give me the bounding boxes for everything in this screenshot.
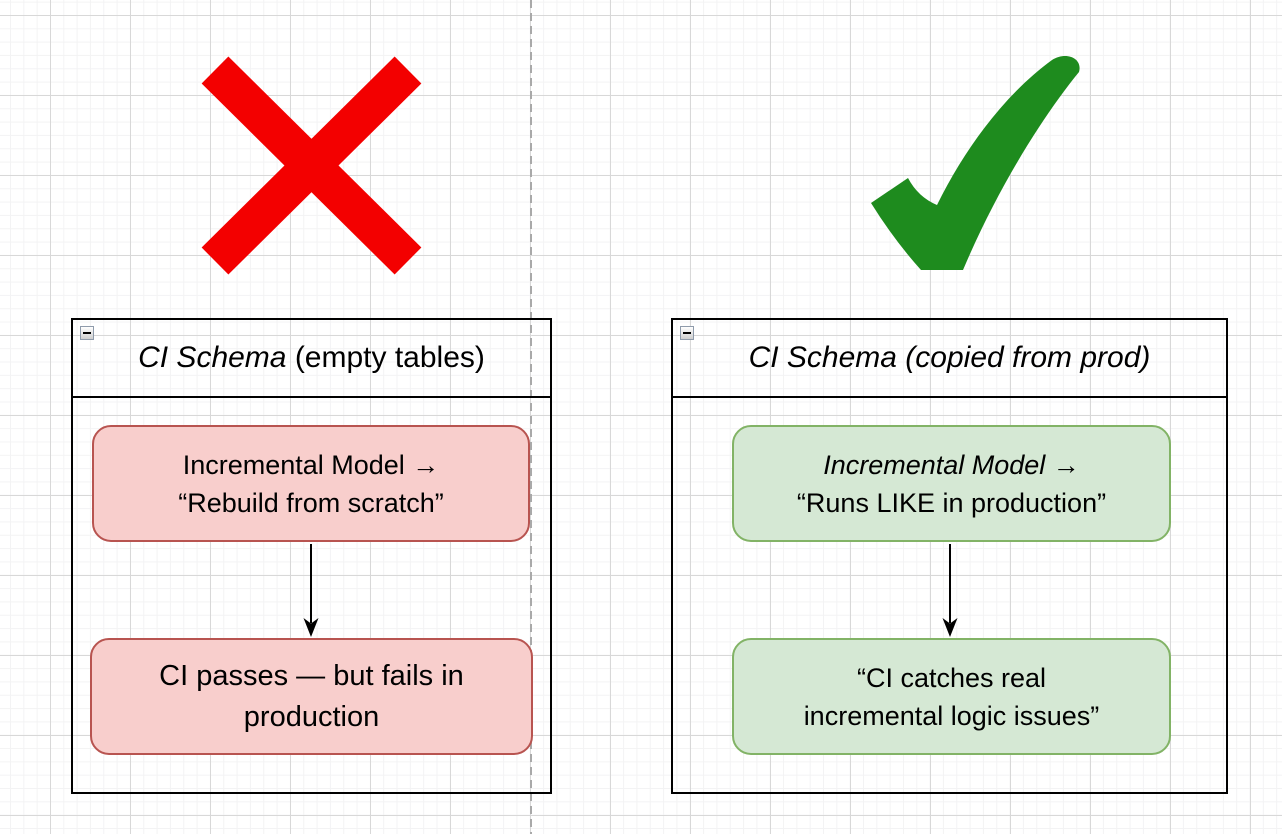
step-text-line: “Runs LIKE in production” bbox=[796, 487, 1107, 518]
schema-title-left-regular: (empty tables) bbox=[286, 341, 485, 374]
minus-icon bbox=[83, 332, 91, 334]
red-x-icon bbox=[201, 56, 422, 275]
arrow-down-connector-left bbox=[303, 544, 319, 637]
step-box-incremental-rebuild: Incremental Model → “Rebuild from scratc… bbox=[92, 425, 530, 542]
collapse-toggle-button-left[interactable] bbox=[80, 326, 94, 340]
step-box-ci-catches-issues: “CI catches real incremental logic issue… bbox=[732, 638, 1171, 755]
step-text-line: CI passes — but fails in bbox=[159, 659, 464, 692]
step-box-incremental-like-prod: Incremental Model → “Runs LIKE in produc… bbox=[732, 425, 1171, 542]
green-check-icon bbox=[871, 55, 1080, 270]
schema-container-right: CI Schema (copied from prod) bbox=[671, 318, 1228, 794]
schema-title-right-italic: CI Schema (copied from prod) bbox=[748, 341, 1151, 374]
schema-title-left-italic: CI Schema bbox=[138, 341, 287, 374]
page-boundary-line bbox=[530, 0, 532, 834]
collapse-toggle-button-right[interactable] bbox=[680, 326, 694, 340]
arrow-down-connector-right bbox=[942, 544, 958, 637]
step-text-line: production bbox=[243, 700, 380, 733]
schema-title-right: CI Schema (copied from prod) bbox=[673, 320, 1226, 398]
step-text-line: Incremental Model → bbox=[823, 449, 1080, 480]
step-box-ci-passes-fails: CI passes — but fails in production bbox=[90, 638, 533, 755]
schema-container-left: CI Schema (empty tables) bbox=[71, 318, 552, 794]
step-text-line: “Rebuild from scratch” bbox=[178, 487, 444, 518]
step-text-line: Incremental Model → bbox=[182, 449, 440, 480]
step-text-line: “CI catches real bbox=[856, 662, 1047, 693]
schema-title-left: CI Schema (empty tables) bbox=[73, 320, 550, 398]
minus-icon bbox=[683, 332, 691, 334]
step-text-line: incremental logic issues” bbox=[803, 700, 1100, 731]
